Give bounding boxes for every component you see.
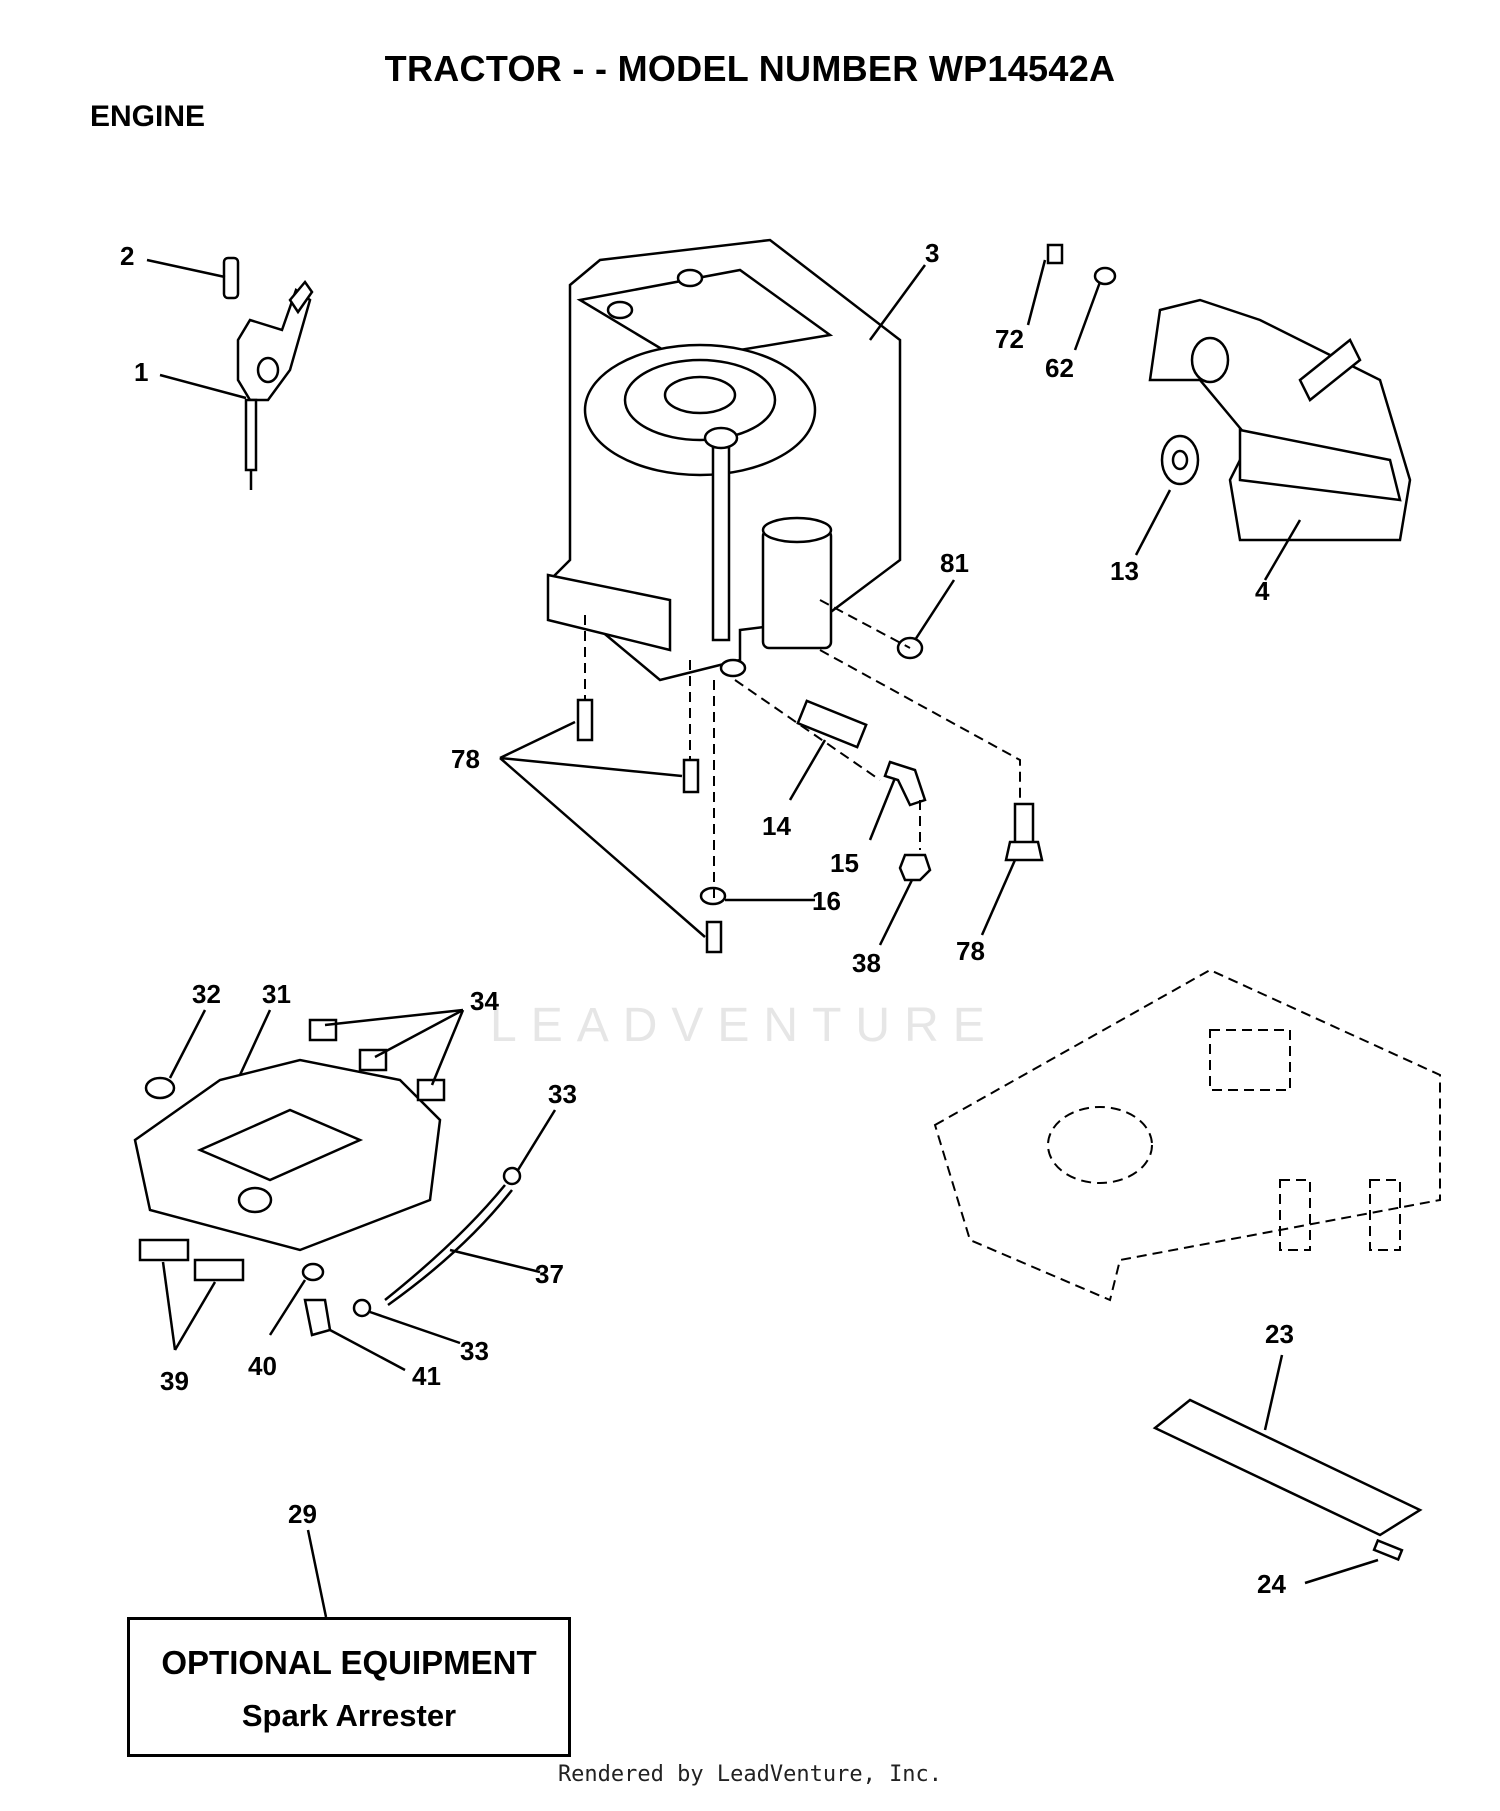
callout-3: 3 [925,238,939,268]
footer-credit: Rendered by LeadVenture, Inc. [557,1762,943,1787]
callout-34: 34 [470,986,499,1016]
spark-arrester-label: Spark Arrester [241,1698,457,1733]
callout-62: 62 [1045,353,1074,383]
optional-equipment-heading: OPTIONAL EQUIPMENT [161,1644,537,1681]
callout-labels: 2 1 3 72 62 13 4 81 78 14 15 16 38 78 32… [120,238,1294,1599]
callout-33-top: 33 [548,1079,577,1109]
callout-29: 29 [288,1499,317,1529]
muffler-part [1046,243,1412,542]
callout-2: 2 [120,241,134,271]
callout-14: 14 [762,811,791,841]
callout-33-bottom: 33 [460,1336,489,1366]
callout-13: 13 [1110,556,1139,586]
throttle-control-part [222,256,314,490]
page-title: TRACTOR - - MODEL NUMBER WP14542A [384,48,1116,89]
heat-shield-part [1152,1398,1423,1562]
callout-39: 39 [160,1366,189,1396]
callout-24: 24 [1257,1569,1286,1599]
oil-drain-fittings [796,699,1044,882]
leader-lines [146,258,1379,1618]
callout-78-left: 78 [451,744,480,774]
callout-32: 32 [192,979,221,1009]
callout-78-right: 78 [956,936,985,966]
callout-41: 41 [412,1361,441,1391]
callout-37: 37 [535,1259,564,1289]
optional-equipment-box: OPTIONAL EQUIPMENT Spark Arrester [127,1617,571,1757]
section-title: ENGINE [90,100,206,133]
callout-38: 38 [852,948,881,978]
engine-part [546,238,902,682]
callout-40: 40 [248,1351,277,1381]
bolts-78 [576,698,727,954]
fuel-tank-part [133,1018,522,1337]
watermark: LEADVENTURE [490,999,999,1052]
callout-1: 1 [134,357,148,387]
callout-81: 81 [940,548,969,578]
callout-23: 23 [1265,1319,1294,1349]
callout-15: 15 [830,848,859,878]
tractor-frame [933,968,1441,1302]
callout-4: 4 [1255,576,1270,606]
callout-16: 16 [812,886,841,916]
callout-31: 31 [262,979,291,1009]
callout-72: 72 [995,324,1024,354]
